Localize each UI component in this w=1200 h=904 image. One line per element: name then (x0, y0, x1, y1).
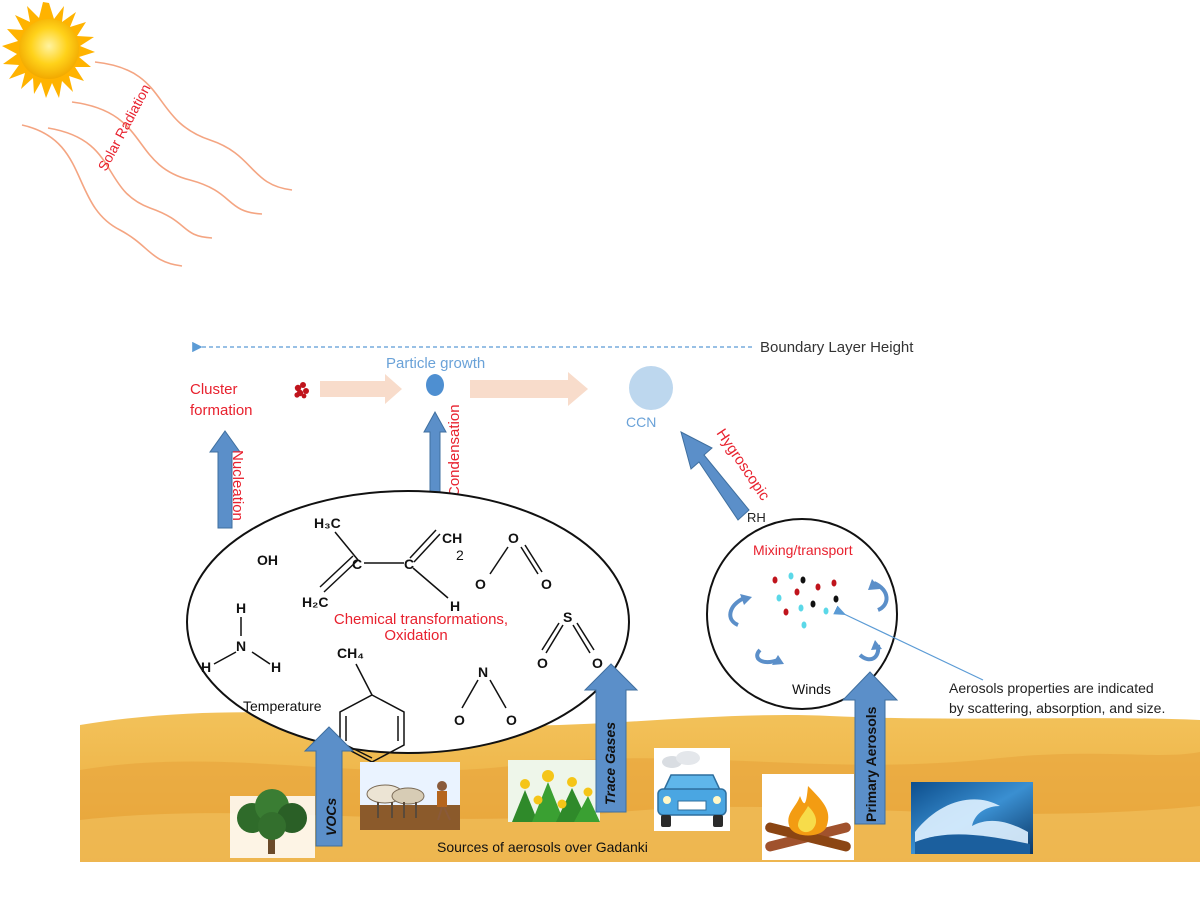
campfire-icon (762, 774, 854, 860)
mol-c-left: C (352, 556, 362, 572)
mol-oh: OH (257, 552, 278, 568)
mol-so2-o-left: O (537, 655, 548, 671)
mol-h2c: H₂C (302, 594, 328, 610)
mol-o3-left: O (475, 576, 486, 592)
car-icon (654, 748, 730, 831)
mol-nh3-h-left: H (201, 659, 211, 675)
mol-o3-top: O (508, 530, 519, 546)
mol-no2-n: N (478, 664, 488, 680)
mol-h-right: H (450, 598, 460, 614)
trace-gases-arrow (583, 663, 639, 813)
growing-particle (426, 374, 444, 396)
hygroscopic-arrow (680, 431, 750, 521)
mol-nh3-h-top: H (236, 600, 246, 616)
rh-label: RH (747, 510, 766, 525)
mol-ch4: CH₄ (337, 645, 364, 661)
tree-icon (230, 789, 315, 858)
so2-bonds (541, 622, 595, 654)
ccn-particle (629, 366, 673, 410)
solar-radiation-label: Solar Radiation (95, 81, 154, 173)
solar-radiation-rays (21, 61, 293, 267)
mol-ch: CH (442, 530, 462, 546)
boundary-layer-height-label: Boundary Layer Height (760, 339, 914, 356)
aerosol-properties-line1: Aerosols properties are indicated (949, 680, 1154, 696)
condensation-label: Condensation (446, 404, 463, 497)
condensation-arrow (423, 410, 447, 497)
trace-gases-label: Trace Gases (602, 722, 618, 805)
primary-aerosols-arrow (841, 671, 899, 825)
particle-growth-label: Particle growth (386, 355, 485, 372)
no2-bonds (461, 679, 507, 709)
farmer-ploughing-icon (360, 762, 460, 830)
wind-swirl-heads (740, 579, 882, 665)
aerosol-properties-pointer (833, 605, 984, 681)
isoprene-bonds (319, 529, 449, 599)
nucleation-label: Nucleation (229, 450, 246, 521)
mol-h3c: H₃C (314, 515, 341, 531)
primary-aerosols-label: Primary Aerosols (863, 706, 879, 822)
vocs-arrow (303, 726, 355, 847)
winds-label: Winds (792, 681, 831, 697)
mol-o3-right: O (541, 576, 552, 592)
molecular-cluster-icon (294, 382, 309, 399)
mol-nh3-n: N (236, 638, 246, 654)
temperature-label: Temperature (243, 698, 322, 714)
ozone-bonds (489, 544, 543, 575)
mixing-circle (706, 518, 898, 710)
ccn-label: CCN (626, 414, 656, 430)
mol-c-right: C (404, 556, 414, 572)
mixing-transport-label: Mixing/transport (753, 542, 853, 558)
cluster-formation-label-line2: formation (190, 402, 253, 419)
sun-icon (2, 2, 95, 98)
cluster-formation-label-line1: Cluster (190, 381, 238, 398)
mol-sub2: 2 (456, 547, 464, 563)
vocs-label: VOCs (323, 798, 339, 836)
ocean-wave-icon (911, 782, 1033, 854)
mol-no2-o-left: O (454, 712, 465, 728)
sources-caption: Sources of aerosols over Gadanki (437, 839, 648, 855)
growth-arrow-1 (320, 374, 402, 404)
mol-nh3-h-right: H (271, 659, 281, 675)
aerosol-particles (772, 572, 839, 629)
mol-so2-s: S (563, 609, 572, 625)
chemical-transformations-line1: Chemical transformations, (334, 611, 508, 628)
growth-arrow-2 (470, 372, 588, 406)
mol-so2-o-right: O (592, 655, 603, 671)
ammonia-bonds (213, 617, 271, 665)
chemical-transformations-line2: Oxidation (384, 627, 447, 644)
aerosol-properties-line2: by scattering, absorption, and size. (949, 700, 1165, 716)
chemistry-ellipse (186, 490, 630, 754)
nucleation-arrow (209, 430, 241, 529)
mol-no2-o-right: O (506, 712, 517, 728)
sunflower-field-icon (508, 760, 600, 822)
